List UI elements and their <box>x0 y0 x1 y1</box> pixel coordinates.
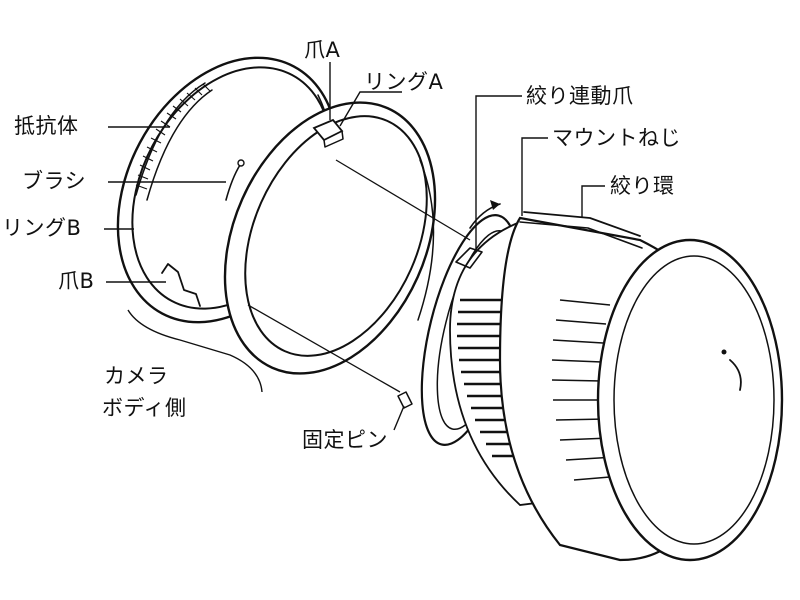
label-resistor: 抵抗体 <box>14 114 79 138</box>
label-claw-a: 爪A <box>304 38 341 62</box>
label-aperture-ring: 絞り環 <box>610 174 675 198</box>
label-camera-body-side-line1: カメラ <box>104 364 169 388</box>
label-mount-screw: マウントねじ <box>552 126 681 150</box>
label-claw-b: 爪B <box>58 269 95 293</box>
ring-a <box>223 101 437 375</box>
leader-lines <box>104 62 605 431</box>
label-brush: ブラシ <box>22 169 87 193</box>
label-ring-a: リングA <box>364 70 444 94</box>
brush <box>225 159 245 201</box>
label-ring-b: リングB <box>2 216 82 240</box>
label-camera-body-side-line2: ボディ側 <box>102 396 187 420</box>
label-aperture-link-claw: 絞り連動爪 <box>526 84 634 108</box>
claw-b <box>161 263 201 307</box>
lens-body <box>397 200 784 562</box>
label-fixing-pin: 固定ピン <box>302 428 388 452</box>
alignment-lines <box>247 159 471 393</box>
